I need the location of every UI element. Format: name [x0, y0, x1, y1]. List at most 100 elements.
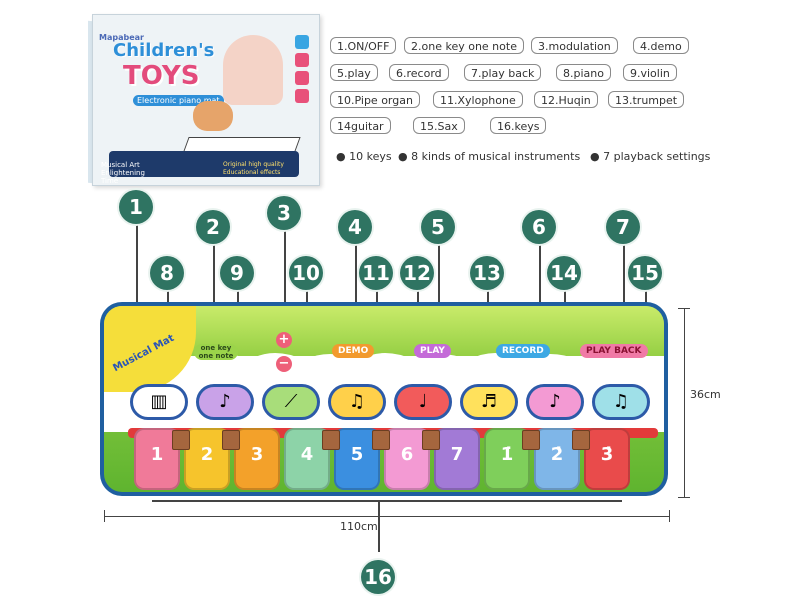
- callout-3: 3: [267, 196, 301, 230]
- leader-line: [438, 240, 440, 342]
- violin-icon: ♪: [219, 391, 231, 412]
- feature-item: 11.Xylophone: [433, 91, 523, 108]
- leader-line: [378, 500, 380, 552]
- height-dimension-line: [684, 308, 685, 498]
- callout-6: 6: [522, 210, 556, 244]
- boy-photo: [193, 101, 233, 131]
- spec-playback-text: 7 playback settings: [603, 150, 711, 163]
- piano-key[interactable]: 7: [434, 428, 480, 490]
- box-slogan: Musical Art Enlightening Time: [101, 161, 145, 185]
- callout-10: 10: [289, 256, 323, 290]
- key-label: 4: [300, 444, 314, 465]
- huqin-button[interactable]: ♩: [394, 384, 452, 420]
- key-label: 1̇: [500, 444, 514, 465]
- key-label: 3̇: [600, 444, 614, 465]
- one-key-one-note-button[interactable]: one key one note: [194, 344, 238, 360]
- feature-item: 1.ON/OFF: [330, 37, 397, 54]
- width-dimension-line: [104, 516, 670, 517]
- callout-7: 7: [606, 210, 640, 244]
- key-label: 1: [150, 444, 164, 465]
- black-key: [172, 430, 190, 450]
- feature-item: 16.keys: [490, 117, 547, 134]
- sax-button[interactable]: ♫: [592, 384, 650, 420]
- black-key: [422, 430, 440, 450]
- chimes-icon: ♫: [348, 391, 366, 412]
- black-key: [222, 430, 240, 450]
- callout-12: 12: [400, 256, 434, 290]
- key-label: 2: [200, 444, 214, 465]
- feature-item: 9.violin: [623, 64, 677, 81]
- callout-11: 11: [359, 256, 393, 290]
- black-key: [572, 430, 590, 450]
- box-feature-icon: [295, 53, 309, 67]
- leader-line: [213, 240, 215, 316]
- callout-13: 13: [470, 256, 504, 290]
- piano-icon: ▥: [150, 391, 168, 412]
- callout-5: 5: [421, 210, 455, 244]
- keys-bracket: [152, 500, 622, 502]
- box-title: Children's: [113, 40, 215, 61]
- black-key: [372, 430, 390, 450]
- record-button[interactable]: RECORD: [496, 344, 550, 358]
- piano-button[interactable]: ▥: [130, 384, 188, 420]
- girl-photo: [223, 35, 283, 105]
- box-subtitle: Electronic piano mat: [133, 95, 224, 106]
- violin-button[interactable]: ♪: [196, 384, 254, 420]
- trumpet-button[interactable]: ♬: [460, 384, 518, 420]
- spec-keys: ● 10 keys: [336, 150, 392, 163]
- piano-key[interactable]: 3: [234, 428, 280, 490]
- piano-mat: Musical Mat one key one note + − DEMO PL…: [100, 302, 668, 496]
- modulation-plus-button[interactable]: +: [276, 332, 292, 348]
- box-feature-icon: [295, 89, 309, 103]
- dimension-tick: [104, 510, 105, 522]
- callout-1: 1: [119, 190, 153, 224]
- box-bottom-band: [109, 151, 299, 177]
- leader-line: [623, 240, 625, 342]
- leader-line: [284, 226, 286, 338]
- mat-cloud-wave: [104, 353, 664, 372]
- key-label: 2̇: [550, 444, 564, 465]
- height-label: 36cm: [690, 388, 721, 401]
- key-label: 3: [250, 444, 264, 465]
- callout-9: 9: [220, 256, 254, 290]
- box-toys-title: TOYS: [123, 61, 200, 91]
- box-feature-icon: [295, 71, 309, 85]
- feature-item: 3.modulation: [531, 37, 618, 54]
- box-quality-text: Original high quality Educational effect…: [223, 161, 284, 176]
- feature-item: 14guitar: [330, 117, 391, 134]
- spec-playback: ● 7 playback settings: [590, 150, 711, 163]
- feature-item: 12.Huqin: [534, 91, 598, 108]
- guitar-button[interactable]: ♪: [526, 384, 584, 420]
- feature-item: 8.piano: [556, 64, 611, 81]
- piano-key[interactable]: 3̇: [584, 428, 630, 490]
- xylophone-button[interactable]: ♫: [328, 384, 386, 420]
- feature-item: 2.one key one note: [404, 37, 524, 54]
- spec-instruments-text: 8 kinds of musical instruments: [411, 150, 581, 163]
- callout-4: 4: [338, 210, 372, 244]
- callout-15: 15: [628, 256, 662, 290]
- pipe-organ-button[interactable]: ⟋: [262, 384, 320, 420]
- feature-item: 13.trumpet: [608, 91, 685, 108]
- feature-item: 4.demo: [633, 37, 689, 54]
- playback-button[interactable]: PLAY BACK: [580, 344, 648, 358]
- feature-item: 6.record: [389, 64, 449, 81]
- play-button[interactable]: PLAY: [414, 344, 451, 358]
- modulation-minus-button[interactable]: −: [276, 356, 292, 372]
- dimension-tick: [669, 510, 670, 522]
- callout-8: 8: [150, 256, 184, 290]
- flute-icon: ⟋: [284, 391, 298, 412]
- black-key: [522, 430, 540, 450]
- demo-button[interactable]: DEMO: [332, 344, 375, 358]
- box-feature-icon: [295, 35, 309, 49]
- box-logo: Mapabear: [99, 33, 144, 42]
- spec-instruments: ● 8 kinds of musical instruments: [398, 150, 581, 163]
- key-label: 7: [450, 444, 464, 465]
- key-label: 6: [400, 444, 414, 465]
- feature-item: 10.Pipe organ: [330, 91, 420, 108]
- width-label: 110cm: [340, 520, 378, 533]
- leader-line: [539, 240, 541, 342]
- trumpet-icon: ♬: [480, 391, 498, 412]
- callout-16: 16: [361, 560, 395, 594]
- guitar-icon: ♪: [549, 391, 561, 412]
- spec-keys-text: 10 keys: [349, 150, 392, 163]
